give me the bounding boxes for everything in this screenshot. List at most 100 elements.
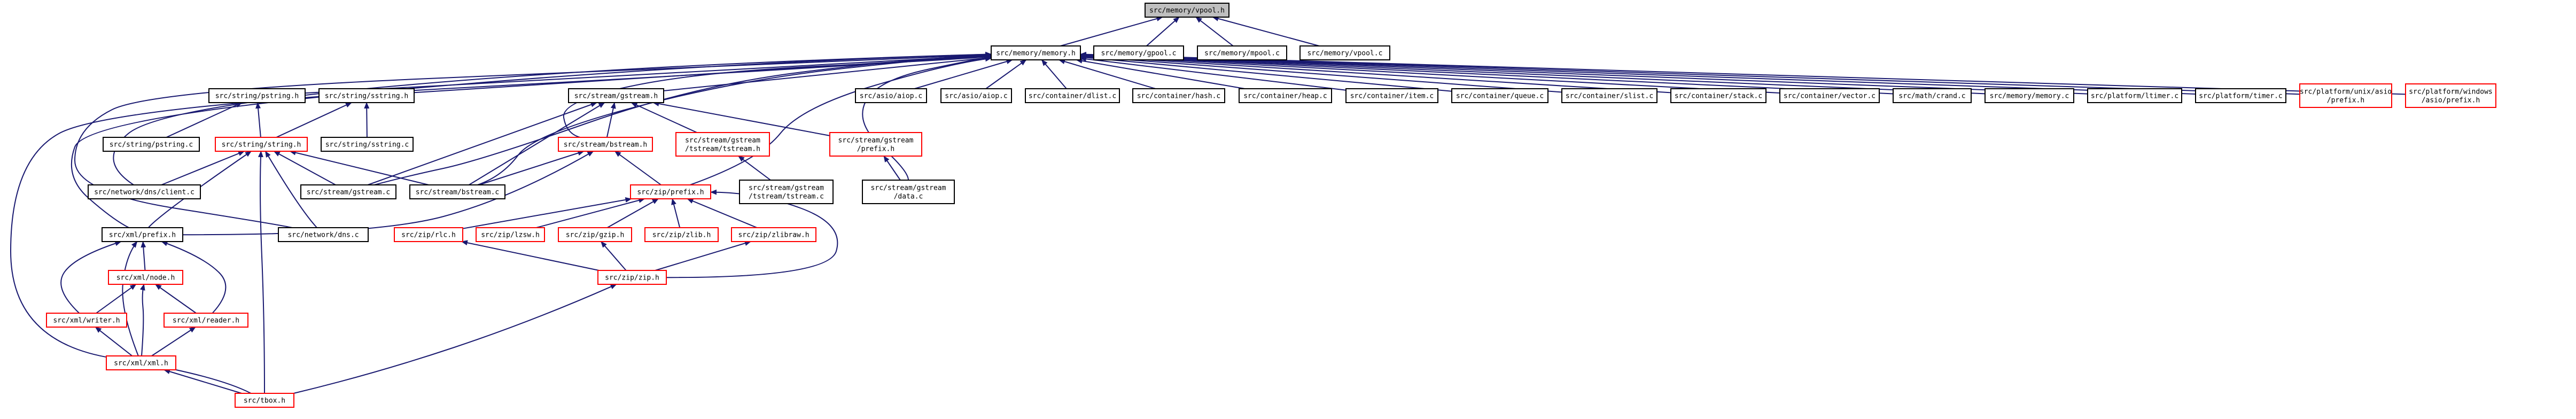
- edge-zlib_h-to-zprefix_h: [671, 198, 681, 228]
- edge-zip_h-to-zlibraw_h: [655, 240, 751, 271]
- node-aiop-c[interactable]: src/asio/aiop.c: [855, 88, 927, 103]
- node-lzsw-h[interactable]: src/zip/lzsw.h: [476, 227, 545, 242]
- node-gstream-c[interactable]: src/stream/gstream.c: [300, 184, 396, 199]
- edge-dns_c-to-string_h: [264, 151, 317, 228]
- node-vpool-c[interactable]: src/memory/vpool.c: [1299, 45, 1390, 60]
- node-box: [1197, 45, 1287, 60]
- edge-bstream_h-to-memory_h: [563, 54, 992, 138]
- node-crand-c[interactable]: src/math/crand.c: [1893, 88, 1972, 103]
- node-slist-c[interactable]: src/container/slist.c: [1561, 88, 1657, 103]
- edge-stack_c-to-memory_h: [1080, 53, 1671, 94]
- node-rlc-h[interactable]: src/zip/rlc.h: [394, 227, 463, 242]
- node-label: src/stream/gstream/tstream/tstream.c: [749, 184, 824, 201]
- node-pstring-h[interactable]: src/string/pstring.h: [208, 88, 306, 103]
- node-label: src/zip/gzip.h: [566, 231, 625, 239]
- node-box: [46, 313, 127, 328]
- node-dns-client[interactable]: src/network/dns/client.c: [88, 184, 201, 199]
- edge-xml_h-to-reader_h: [151, 327, 196, 356]
- node-label: src/zip/rlc.h: [401, 231, 456, 239]
- node-unix-asio[interactable]: src/platform/unix/asio/prefix.h: [2299, 83, 2392, 108]
- node-string-h[interactable]: src/string/string.h: [215, 137, 308, 152]
- edge-layer: [10, 16, 2406, 394]
- node-timer-c[interactable]: src/platform/timer.c: [2195, 88, 2286, 103]
- node-box: [164, 313, 248, 328]
- node-label: src/math/crand.c: [1898, 92, 1965, 100]
- node-memory-c[interactable]: src/memory/memory.c: [1984, 88, 2074, 103]
- node-label: src/memory/mpool.c: [1204, 50, 1280, 58]
- node-zprefix-h[interactable]: src/zip/prefix.h: [630, 184, 711, 199]
- node-label: src/container/stack.c: [1675, 92, 1762, 100]
- node-dns-c[interactable]: src/network/dns.c: [278, 227, 369, 242]
- node-hash-c[interactable]: src/container/hash.c: [1132, 88, 1225, 103]
- node-box: [2087, 88, 2182, 103]
- node-root[interactable]: src/memory/vpool.h: [1145, 3, 1229, 18]
- node-win-asio[interactable]: src/platform/windows/asio/prefix.h: [2405, 83, 2496, 108]
- node-box: [2299, 83, 2392, 108]
- node-writer-h[interactable]: src/xml/writer.h: [46, 313, 127, 328]
- node-queue-c[interactable]: src/container/queue.c: [1451, 88, 1548, 103]
- edge-pstring_h-to-memory_h: [305, 53, 992, 94]
- node-box: [1239, 88, 1332, 103]
- node-box: [568, 88, 664, 103]
- node-label: src/zip/zlib.h: [652, 231, 711, 239]
- node-gstream-h[interactable]: src/stream/gstream.h: [568, 88, 664, 103]
- node-box: [855, 88, 927, 103]
- node-label: src/zip/prefix.h: [637, 189, 704, 197]
- node-ltimer-c[interactable]: src/platform/ltimer.c: [2087, 88, 2182, 103]
- node-xprefix-h[interactable]: src/xml/prefix.h: [102, 227, 183, 242]
- node-tstream-h[interactable]: src/stream/gstream/tstream/tstream.h: [675, 132, 770, 157]
- node-box: [88, 184, 201, 199]
- node-label: src/string/string.h: [222, 141, 301, 149]
- node-gpool-c[interactable]: src/memory/gpool.c: [1093, 45, 1184, 60]
- node-tbox-h[interactable]: src/tbox.h: [235, 393, 294, 408]
- node-aiop-c2[interactable]: src/asio/aiop.c: [940, 88, 1012, 103]
- node-zip-h[interactable]: src/zip/zip.h: [597, 270, 667, 285]
- edge-writer_h-to-xprefix_h: [60, 240, 122, 314]
- node-box: [991, 45, 1081, 60]
- node-zlib-h[interactable]: src/zip/zlib.h: [644, 227, 719, 242]
- node-dlist-c[interactable]: src/container/dlist.c: [1025, 88, 1120, 103]
- node-node-h[interactable]: src/xml/node.h: [108, 270, 183, 285]
- node-data-c[interactable]: src/stream/gstream/data.c: [862, 180, 955, 204]
- node-box: [235, 393, 294, 408]
- node-label: src/asio/aiop.c: [860, 92, 922, 100]
- node-box: [739, 180, 834, 204]
- edge-crand_c-to-memory_h: [1080, 52, 1894, 95]
- node-gprefix-h[interactable]: src/stream/gstream/prefix.h: [829, 132, 922, 157]
- node-label: src/xml/prefix.h: [109, 231, 176, 239]
- node-zlibraw-h[interactable]: src/zip/zlibraw.h: [731, 227, 816, 242]
- edge-gpool_c-to-root: [1146, 17, 1180, 46]
- edge-gzip_h-to-zprefix_h: [607, 198, 659, 228]
- node-heap-c[interactable]: src/container/heap.c: [1239, 88, 1332, 103]
- node-box: [208, 88, 306, 103]
- node-gzip-h[interactable]: src/zip/gzip.h: [558, 227, 632, 242]
- node-label: src/memory/gpool.c: [1101, 50, 1177, 58]
- node-label: src/platform/timer.c: [2199, 92, 2283, 100]
- node-stack-c[interactable]: src/container/stack.c: [1670, 88, 1766, 103]
- node-box: [940, 88, 1012, 103]
- node-item-c[interactable]: src/container/item.c: [1345, 88, 1438, 103]
- node-sstring-h[interactable]: src/string/sstring.h: [318, 88, 415, 103]
- node-box: [2405, 83, 2496, 108]
- edge-gprefix_h-to-gstream_h: [652, 101, 830, 136]
- node-xml-h[interactable]: src/xml/xml.h: [106, 355, 176, 370]
- node-box: [862, 180, 955, 204]
- node-box: [644, 227, 719, 242]
- node-box: [278, 227, 369, 242]
- edge-xml_h-to-writer_h: [95, 327, 133, 356]
- node-box: [630, 184, 711, 199]
- node-mpool-c[interactable]: src/memory/mpool.c: [1197, 45, 1287, 60]
- node-sstring-c[interactable]: src/string/sstring.c: [321, 137, 414, 152]
- node-bstream-h[interactable]: src/stream/bstream.h: [558, 137, 653, 152]
- node-label: src/stream/gstream.c: [307, 189, 391, 197]
- edge-xprefix_h-to-string_h: [147, 151, 252, 228]
- node-box: [675, 132, 770, 157]
- node-memory-h[interactable]: src/memory/memory.h: [991, 45, 1081, 60]
- node-box: [476, 227, 545, 242]
- node-bstream-c[interactable]: src/stream/bstream.c: [409, 184, 505, 199]
- node-reader-h[interactable]: src/xml/reader.h: [164, 313, 248, 328]
- node-tstream-c[interactable]: src/stream/gstream/tstream/tstream.c: [739, 180, 834, 204]
- node-pstring-c[interactable]: src/string/pstring.c: [103, 137, 200, 152]
- node-vector-c[interactable]: src/container/vector.c: [1779, 88, 1880, 103]
- edge-win_asio-to-memory_h: [1080, 51, 2406, 95]
